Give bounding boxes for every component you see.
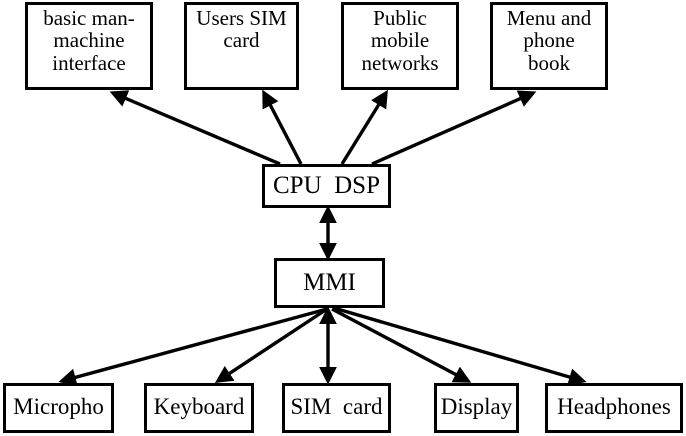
node-label: Headphones [557,393,671,419]
node-keyboard[interactable]: Keyboard [144,383,254,433]
node-microphone[interactable]: Micropho [3,383,114,433]
node-label: basic man- machine interface [43,6,135,75]
node-label: Keyboard [153,393,245,419]
node-menu-and-phone-book[interactable]: Menu and phone book [490,2,608,90]
node-label: Display [440,393,513,419]
node-label: CPU DSP [273,171,380,199]
arrow-cpu-to-public-mobile-networks [340,89,388,165]
node-label: Users SIM card [196,6,287,53]
node-users-sim-card[interactable]: Users SIM card [184,2,299,90]
node-mmi[interactable]: MMI [274,258,385,308]
arrow-cpu-to-basic-man-machine-interface [109,90,281,166]
node-headphones[interactable]: Headphones [545,383,683,433]
arrow-cpu-to-menu-and-phone-book [371,90,537,166]
node-label: Public mobile networks [361,6,439,75]
node-label: MMI [303,268,356,296]
node-sim-card[interactable]: SIM card [282,383,391,433]
arrow-mmi-to-microphone [58,307,328,386]
node-cpu-dsp[interactable]: CPU DSP [262,164,391,208]
arrow-cpu-to-users-sim-card [262,89,303,165]
node-display[interactable]: Display [434,383,519,433]
arrow-mmi-to-display [331,307,472,383]
node-basic-man-machine-interface[interactable]: basic man- machine interface [25,2,153,90]
node-label: Menu and phone book [506,6,592,75]
arrow-mmi-to-keyboard [214,307,328,384]
node-label: Micropho [13,393,104,419]
arrow-mmi-to-headphones [333,306,587,386]
node-label: SIM card [290,393,383,419]
node-public-mobile-networks[interactable]: Public mobile networks [341,2,459,90]
